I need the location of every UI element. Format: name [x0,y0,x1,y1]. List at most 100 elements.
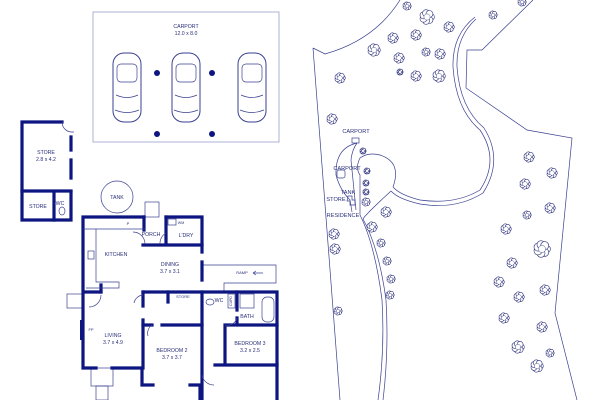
tree-icon [513,291,525,303]
site-carport-side [336,169,346,179]
tree-icon [500,223,512,235]
living-size: 3.7 x 4.9 [103,340,123,346]
toilet-icon [205,298,215,306]
cupboard-label: CUPD [229,296,233,306]
dining-size: 3.7 x 3.1 [160,269,180,275]
ramp-outline [202,264,277,291]
car-icon [112,52,142,123]
car-icon [237,52,267,123]
front-deck [90,367,114,387]
tree-icon [421,47,431,57]
front-steps [95,385,109,400]
ramp-arrow-icon [252,270,263,276]
bedroom2-label: BEDROOM 2 [156,348,187,354]
kitchen-label: KITCHEN [105,252,128,258]
store-main-size: 2.8 x 4.2 [36,157,56,163]
shower-icon [239,293,255,309]
boundary-right [465,0,578,400]
tree-icon [533,240,551,258]
carport-size: 12.0 x 8.0 [175,31,198,37]
laundry-label: L'DRY [179,233,194,239]
site-residence [346,195,356,206]
stove-icon [87,250,95,260]
tree-icon [522,210,532,220]
fireplace-label: FP [88,327,93,332]
outbuilding-plan: STORE 2.8 x 4.2 STORE WC [20,120,74,222]
tree-icon [385,290,395,300]
ramp-label: RAMP [236,270,248,275]
bathtub-icon [261,296,275,323]
tree-icon [434,48,446,60]
tree-icon [493,276,505,288]
pantry-label: P [127,221,130,226]
bedroom2-size: 3.7 x 3.7 [162,355,182,361]
carport-title: CARPORT [173,24,199,30]
water-tank [100,180,134,214]
tree-icon [402,1,412,11]
tree-icon [326,113,338,125]
tree-icon [363,167,371,175]
tree-icon [329,243,341,255]
tree-icon [380,206,392,218]
site-carport-top [351,137,360,144]
tree-icon [367,43,381,57]
carport-post [209,70,215,76]
wc-label: WC [215,298,224,304]
tree-icon [530,359,544,373]
tree-icon [328,228,340,240]
tank-label: TANK [110,195,124,201]
tree-icon [387,32,399,44]
tree-icon [511,340,525,354]
bedroom3-size: 3.2 x 2.5 [240,348,260,354]
outbuilding-wc-label: WC [56,201,65,207]
tree-icon [536,321,548,333]
cupboard-outline [227,293,236,309]
site-plan: CARPORT CARPORT TANK STORE RESIDENCE [312,0,578,400]
tree-icon [393,52,405,64]
tree-icon [376,238,386,248]
side-steps [66,293,83,309]
tree-icon [488,10,498,20]
site-carport-side-label: CARPORT [333,166,361,172]
laundry-tub-icon [167,218,177,226]
tree-icon [517,0,527,7]
porch-steps [144,201,160,218]
tree-icon [386,274,396,284]
bath-label: BATH [240,314,254,320]
site-tank-label: TANK [341,190,356,196]
tree-icon [359,147,367,155]
tree-icon [410,70,422,82]
bedroom3-label: BEDROOM 3 [234,341,265,347]
tree-icon [519,178,531,190]
tree-icon [443,21,455,33]
store-main-label: STORE [37,150,55,156]
tree-icon [545,348,555,358]
tree-icon [396,68,404,76]
carport-plan: CARPORT 12.0 x 8.0 [92,11,280,143]
tree-icon [539,284,551,296]
carport-post [209,131,215,137]
kitchen-bench [83,228,120,289]
tree-icon [498,312,510,324]
porch-label: PORCH [142,232,161,238]
boundary-left [312,0,401,400]
tree-icon [523,151,535,163]
tree-icon [334,72,346,84]
fireplace [80,320,84,340]
dining-label: DINING [161,262,179,268]
tree-icon [366,221,378,233]
store-label: STORE [176,294,190,299]
car-icon [171,52,201,123]
carport-post [154,131,160,137]
site-store-label: STORE [326,197,345,203]
carport-post [154,70,160,76]
tree-icon [333,306,343,316]
site-carport-top-label: CARPORT [342,129,370,135]
tree-icon [546,167,558,179]
tree-icon [506,257,518,269]
store-small-label: STORE [29,204,47,210]
tree-icon [382,256,392,266]
house-plan: RAMP PORCH P WM L'DRY [66,201,279,400]
toilet-icon [58,206,66,216]
